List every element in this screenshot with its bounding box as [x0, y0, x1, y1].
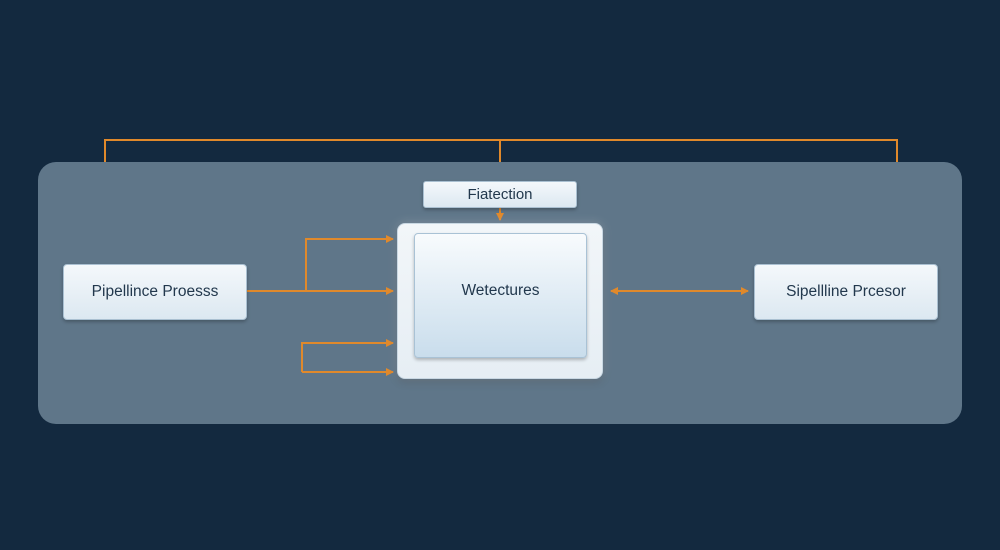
right-processor-text: Sipellline Prcesor [786, 283, 906, 300]
left-process-node[interactable]: Pipellince Proesss [63, 264, 247, 320]
center-node[interactable]: Wetectures [414, 233, 587, 358]
left-process-text: Pipellince Proesss [91, 283, 219, 300]
top-label-node[interactable]: Fiatection [423, 181, 577, 208]
center-node-text: Wetectures [461, 282, 540, 299]
right-processor-node[interactable]: Sipellline Prcesor [754, 264, 938, 320]
top-label-text: Fiatection [467, 186, 533, 203]
top-bracket-connector [104, 139, 898, 162]
